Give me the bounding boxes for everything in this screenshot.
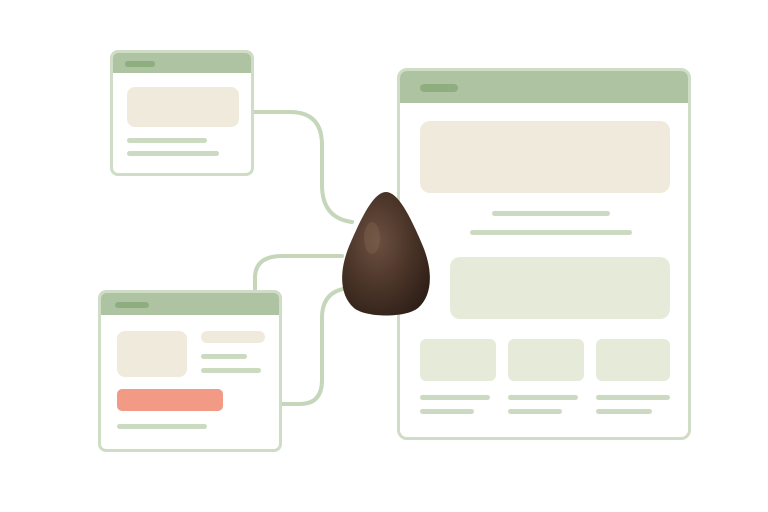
text-line bbox=[596, 395, 670, 400]
text-line bbox=[508, 395, 578, 400]
hero-block bbox=[420, 121, 670, 193]
connector-bottom-left bbox=[280, 286, 352, 406]
feature-block bbox=[450, 257, 670, 319]
connector-top-left bbox=[251, 110, 354, 224]
text-line bbox=[470, 230, 632, 235]
heading-placeholder bbox=[201, 331, 265, 343]
text-line bbox=[127, 151, 219, 156]
text-line bbox=[201, 354, 247, 359]
text-line bbox=[127, 138, 207, 143]
text-line bbox=[420, 409, 474, 414]
title-pill bbox=[115, 302, 149, 308]
text-line bbox=[201, 368, 261, 373]
window-bottom-left bbox=[98, 290, 282, 452]
connector-mid-left bbox=[253, 254, 344, 292]
window-top-left bbox=[110, 50, 254, 176]
card-3 bbox=[596, 339, 670, 381]
text-line bbox=[508, 409, 562, 414]
window-titlebar bbox=[400, 71, 688, 103]
text-line bbox=[420, 395, 490, 400]
title-pill bbox=[420, 84, 458, 92]
text-line bbox=[596, 409, 652, 414]
card-2 bbox=[508, 339, 584, 381]
drop-icon bbox=[342, 192, 430, 316]
card-1 bbox=[420, 339, 496, 381]
window-main bbox=[397, 68, 691, 440]
window-titlebar bbox=[101, 293, 279, 315]
image-placeholder bbox=[117, 331, 187, 377]
title-pill bbox=[125, 61, 155, 67]
content-block bbox=[127, 87, 239, 127]
window-titlebar bbox=[113, 53, 251, 73]
text-line bbox=[117, 424, 207, 429]
text-line bbox=[492, 211, 610, 216]
accent-button[interactable] bbox=[117, 389, 223, 411]
